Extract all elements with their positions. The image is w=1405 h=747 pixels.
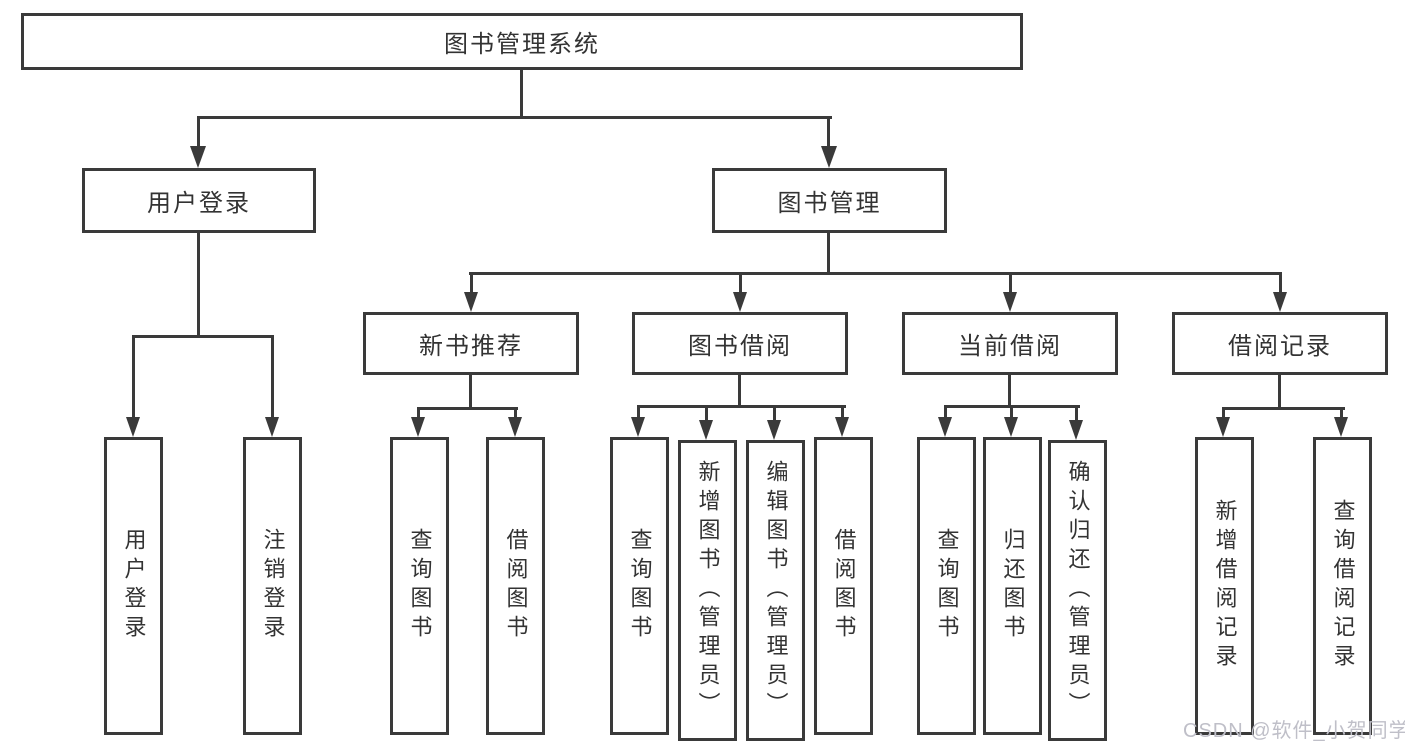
connector-group4-drop <box>1075 405 1078 422</box>
arrow-down-icon <box>1004 417 1018 437</box>
leaf-add-borrow-record: 新增借阅记录 <box>1195 437 1254 735</box>
connector-group5-stem <box>1278 375 1281 410</box>
leaf-label: 归还图书 <box>1000 528 1026 644</box>
node-label: 当前借阅 <box>958 333 1062 360</box>
arrow-down-icon <box>631 417 645 437</box>
connector-group1-drop <box>271 335 274 419</box>
connector-group4-drop <box>1010 405 1013 419</box>
arrow-down-icon <box>1003 292 1017 312</box>
connector-group5-drop <box>1222 407 1225 420</box>
leaf-label: 查询图书 <box>407 528 433 644</box>
connector-group5-rail <box>1222 407 1345 410</box>
leaf-label: 查询图书 <box>934 528 960 644</box>
arrow-down-icon <box>1216 417 1230 437</box>
arrow-down-icon <box>1069 420 1083 440</box>
connector-level1-rail <box>197 116 832 119</box>
leaf-label: 用户登录 <box>121 528 147 644</box>
node-new-book-recommendation: 新书推荐 <box>363 312 579 375</box>
leaf-borrow-books: 借阅图书 <box>486 437 545 735</box>
connector-group4-stem <box>1008 375 1011 408</box>
leaf-label: 借阅图书 <box>831 528 857 644</box>
leaf-query-books: 查询图书 <box>610 437 669 735</box>
node-label: 新书推荐 <box>419 333 523 360</box>
connector-current-borrow-drop <box>1009 272 1012 294</box>
connector-new-book-drop <box>470 272 473 294</box>
connector-group2-rail <box>417 407 518 410</box>
leaf-query-books: 查询图书 <box>917 437 976 735</box>
node-label: 借阅记录 <box>1228 333 1332 360</box>
node-label: 图书借阅 <box>688 333 792 360</box>
connector-root-stem <box>520 70 523 119</box>
arrow-down-icon <box>938 417 952 437</box>
connector-level2-rail <box>469 272 1282 275</box>
arrow-down-icon <box>835 417 849 437</box>
leaf-query-borrow-record: 查询借阅记录 <box>1313 437 1372 735</box>
leaf-label: 确认归还（管理员） <box>1065 460 1091 721</box>
connector-group3-drop <box>773 405 776 422</box>
connector-group3-stem <box>738 375 741 408</box>
node-library-management-system: 图书管理系统 <box>21 13 1023 70</box>
leaf-confirm-return-admin: 确认归还（管理员） <box>1048 440 1107 741</box>
arrow-down-icon <box>699 420 713 440</box>
connector-group3-drop <box>705 405 708 422</box>
node-borrowing-records: 借阅记录 <box>1172 312 1388 375</box>
connector-group3-drop <box>841 405 844 419</box>
node-current-borrowing: 当前借阅 <box>902 312 1118 375</box>
connector-group3-drop <box>637 405 640 419</box>
leaf-label: 查询图书 <box>627 528 653 644</box>
node-book-borrowing: 图书借阅 <box>632 312 848 375</box>
connector-borrow-records-drop <box>1279 272 1282 294</box>
node-book-management: 图书管理 <box>712 168 947 233</box>
arrow-down-icon <box>126 417 140 437</box>
connector-group2-stem <box>469 375 472 410</box>
connector-book-mgmt-stem <box>827 233 830 275</box>
connector-group1-drop <box>132 335 135 419</box>
arrow-down-icon <box>767 420 781 440</box>
leaf-return-books: 归还图书 <box>983 437 1042 735</box>
arrow-down-icon <box>821 146 837 168</box>
node-label: 用户登录 <box>147 190 251 217</box>
leaf-label: 编辑图书（管理员） <box>763 460 789 721</box>
node-label: 图书管理系统 <box>444 31 600 58</box>
leaf-label: 注销登录 <box>260 528 286 644</box>
csdn-watermark: CSDN @软件_小贺同学 <box>1183 720 1405 742</box>
arrow-down-icon <box>190 146 206 168</box>
arrow-down-icon <box>508 417 522 437</box>
connector-group3-rail <box>637 405 846 408</box>
connector-user-login-drop <box>197 116 200 148</box>
arrow-down-icon <box>464 292 478 312</box>
arrow-down-icon <box>733 292 747 312</box>
arrow-down-icon <box>265 417 279 437</box>
leaf-edit-books-admin: 编辑图书（管理员） <box>746 440 805 741</box>
leaf-borrow-books: 借阅图书 <box>814 437 873 735</box>
connector-group5-drop <box>1340 407 1343 420</box>
node-label: 图书管理 <box>777 190 882 217</box>
connector-group1-stem <box>197 232 200 338</box>
node-user-login: 用户登录 <box>82 168 316 233</box>
connector-book-mgmt-drop <box>827 116 830 148</box>
arrow-down-icon <box>1334 417 1348 437</box>
leaf-add-books-admin: 新增图书（管理员） <box>678 440 737 741</box>
arrow-down-icon <box>1273 292 1287 312</box>
leaf-label: 查询借阅记录 <box>1330 499 1356 673</box>
leaf-label: 新增图书（管理员） <box>695 460 721 721</box>
leaf-user-login: 用户登录 <box>104 437 163 735</box>
connector-book-borrow-drop <box>739 272 742 294</box>
leaf-label: 新增借阅记录 <box>1212 499 1238 673</box>
connector-group2-drop <box>417 407 420 420</box>
connector-group1-rail <box>132 335 274 338</box>
connector-group4-drop <box>944 405 947 419</box>
leaf-logout: 注销登录 <box>243 437 302 735</box>
connector-group2-drop <box>514 407 517 420</box>
leaf-query-books: 查询图书 <box>390 437 449 735</box>
arrow-down-icon <box>411 417 425 437</box>
leaf-label: 借阅图书 <box>503 528 529 644</box>
